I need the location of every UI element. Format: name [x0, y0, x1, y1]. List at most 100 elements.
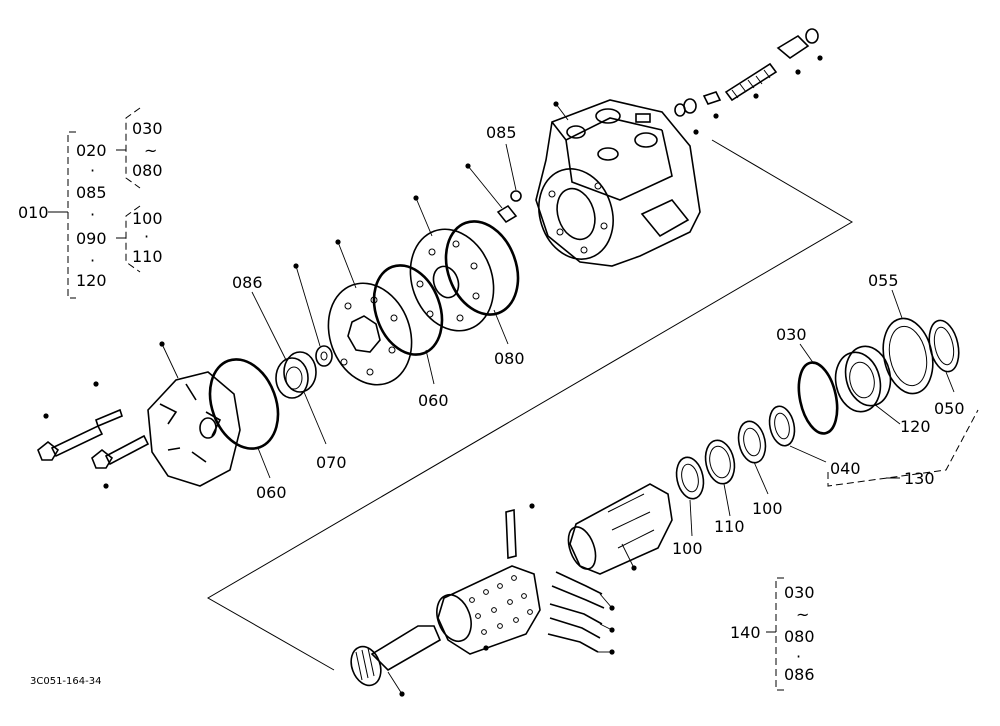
callout-086-group2: 086 [784, 665, 815, 684]
group-140-bracket [775, 577, 784, 691]
leader-line [599, 593, 613, 609]
callout-086: 086 [232, 273, 263, 292]
leader-line [873, 403, 901, 425]
leader-dot [483, 645, 489, 651]
leader-line [251, 291, 287, 361]
leader-line [555, 103, 569, 121]
o-ring-060-inner [372, 264, 444, 356]
distributor-plate [409, 228, 495, 332]
leader-line [161, 343, 179, 379]
leader-line [425, 349, 435, 385]
o-ring-060-outer [208, 358, 280, 450]
leader-line [337, 241, 357, 289]
callout-130: 130 [904, 469, 935, 488]
leader-line [945, 371, 955, 393]
callout-120: 120 [900, 417, 931, 436]
cross-pin [505, 508, 517, 560]
leader-line [789, 445, 827, 463]
callout-050: 050 [934, 399, 965, 418]
bushing-120 [834, 345, 892, 413]
bearing-110-inner [709, 445, 731, 479]
range-tilde: ~ [144, 141, 157, 160]
valve-housing [535, 99, 701, 267]
group-010-bracket [48, 107, 141, 299]
leader-line [303, 391, 327, 445]
centering-springs [547, 571, 605, 653]
callout-060: 060 [418, 391, 449, 410]
gerotor-set [327, 282, 413, 386]
leader-dot [43, 413, 49, 419]
bolt-lower [91, 434, 150, 469]
leader-line [753, 461, 769, 495]
bolt-upper [37, 424, 104, 461]
callout-085-group: 085 [76, 183, 107, 202]
seal-055-inner [888, 325, 928, 387]
leader-dot [817, 55, 823, 61]
separator-dot: · [144, 227, 149, 246]
spool [567, 483, 673, 575]
leader-line [621, 543, 635, 569]
leader-dot [693, 129, 699, 135]
diagram-code: 3C051-164-34 [30, 676, 101, 687]
callout-080-group: 080 [132, 161, 163, 180]
callout-110-group: 110 [132, 247, 163, 266]
callout-100-group: 100 [132, 209, 163, 228]
separator-dot: · [796, 647, 801, 666]
callout-020: 020 [76, 141, 107, 160]
callout-140: 140 [730, 623, 761, 642]
plug [496, 204, 518, 224]
callout-090: 090 [76, 229, 107, 248]
bearing-110 [704, 439, 736, 485]
seal-055 [882, 317, 934, 395]
leader-dot [103, 483, 109, 489]
o-ring-030 [797, 361, 839, 435]
callout-070: 070 [316, 453, 347, 472]
leader-line [295, 265, 321, 347]
separator-dot: · [90, 205, 95, 224]
group-130-bracket [827, 409, 979, 487]
dowel-pin [95, 408, 123, 428]
leader-line [799, 343, 815, 365]
callout-030-group2: 030 [784, 583, 815, 602]
callout-060-ring: 060 [256, 483, 287, 502]
callout-055: 055 [868, 271, 899, 290]
washer-100-inner [743, 427, 761, 457]
reference-plane-outline [207, 139, 853, 671]
callout-120-group: 120 [76, 271, 107, 290]
callout-110: 110 [714, 517, 745, 536]
callout-080: 080 [494, 349, 525, 368]
leader-dot [753, 93, 759, 99]
callout-010: 010 [18, 203, 49, 222]
leader-line [387, 671, 403, 695]
callout-030: 030 [776, 325, 807, 344]
leader-line [257, 447, 271, 479]
seal-050-inner [933, 326, 955, 366]
spacer-washer-hole [320, 351, 328, 361]
callout-040: 040 [830, 459, 861, 478]
range-tilde: ~ [796, 605, 809, 624]
leader-line [505, 143, 517, 191]
washer-100-lower [675, 456, 705, 500]
separator-dot: · [90, 161, 95, 180]
leader-dot [795, 69, 801, 75]
callout-085: 085 [486, 123, 517, 142]
leader-line [493, 309, 509, 345]
check-ball [510, 190, 522, 202]
callout-100-lower: 100 [672, 539, 703, 558]
leader-line [689, 499, 693, 537]
leader-line [415, 197, 433, 237]
washer-040-inner [774, 412, 790, 440]
sleeve [436, 565, 541, 655]
end-cap [147, 371, 241, 487]
leader-dot [713, 113, 719, 119]
spacer-washer [315, 345, 333, 367]
washer-040 [768, 405, 796, 447]
leader-line [891, 289, 903, 319]
washer-100-lower-inner [681, 463, 699, 493]
separator-dot: · [90, 251, 95, 270]
callout-030-group: 030 [132, 119, 163, 138]
relief-valve-parts [674, 28, 819, 117]
leader-dot [93, 381, 99, 387]
